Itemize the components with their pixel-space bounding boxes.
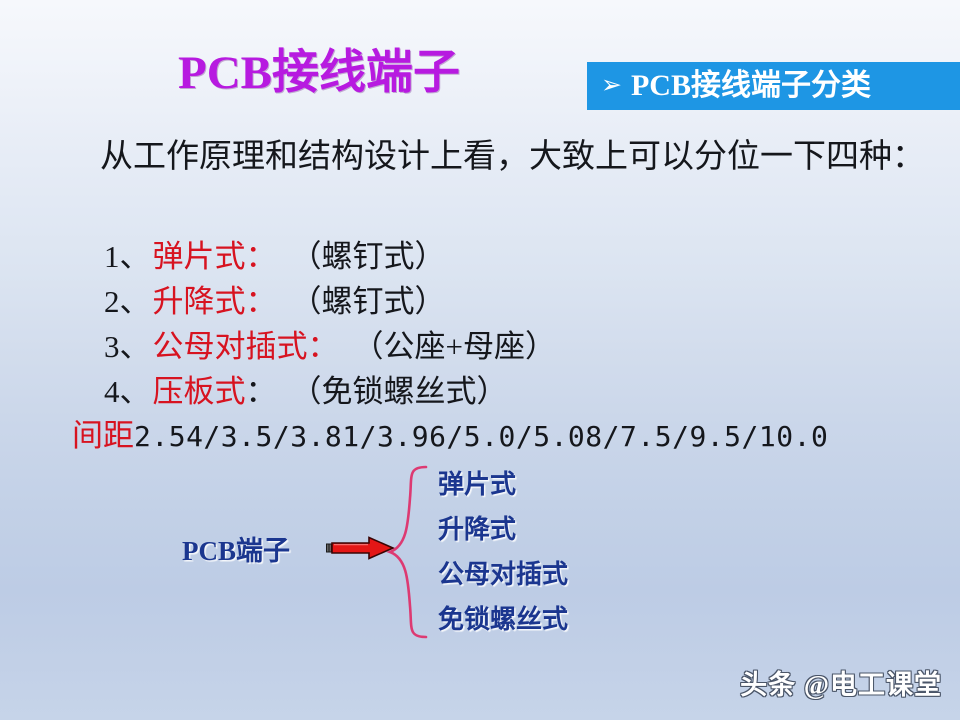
list-item-colon: ：	[245, 284, 277, 319]
diagram-item: 升降式	[438, 515, 517, 544]
right-arrow-icon	[326, 536, 395, 560]
list-item-name: 弹片式	[152, 239, 246, 274]
list-item-detail: （公座+母座）	[352, 329, 556, 364]
intro-paragraph: 从工作原理和结构设计上看，大致上可以分位一下四种：	[100, 139, 925, 175]
section-badge-label: PCB接线端子分类	[630, 69, 871, 102]
list-item: 4、 压板式 ： （免锁螺丝式）	[104, 369, 804, 414]
pitch-label: 间距	[72, 418, 134, 453]
classification-diagram: PCB端子 弹片式 升降式 公母对插式 免锁螺丝式	[170, 462, 650, 652]
pitch-line: 间距2.54/3.5/3.81/3.96/5.0/5.08/7.5/9.5/10…	[72, 414, 828, 459]
list-item-detail: （螺钉式）	[290, 239, 446, 274]
diagram-item: 弹片式	[438, 470, 517, 499]
chevron-right-icon: ➢	[601, 71, 622, 99]
pitch-values: 2.54/3.5/3.81/3.96/5.0/5.08/7.5/9.5/10.0	[134, 420, 829, 453]
list-item-name: 公母对插式	[152, 329, 308, 364]
list-item: 3、 公母对插式 ： （公座+母座）	[104, 324, 804, 369]
diagram-item-list: 弹片式 升降式 公母对插式 免锁螺丝式	[438, 462, 653, 642]
curly-brace-icon	[386, 465, 428, 639]
list-item-detail: （免锁螺丝式）	[290, 374, 508, 409]
list-item: 1、 弹片式 ： （螺钉式）	[104, 234, 804, 279]
page-title: PCB接线端子	[178, 47, 460, 99]
list-item-name: 升降式	[152, 284, 246, 319]
list-item: 2、 升降式 ： （螺钉式）	[104, 279, 804, 324]
list-item-name: 压板式	[152, 374, 246, 409]
diagram-item: 免锁螺丝式	[438, 605, 569, 634]
diagram-source-label: PCB端子	[182, 536, 290, 566]
list-item-index: 1、	[104, 239, 151, 274]
list-item-index: 4、	[104, 374, 151, 409]
list-item-detail: （螺钉式）	[290, 284, 446, 319]
diagram-item: 公母对插式	[438, 560, 569, 589]
list-item-colon: ：	[245, 374, 277, 409]
list-item-index: 3、	[104, 329, 151, 364]
list-item-index: 2、	[104, 284, 151, 319]
terminal-type-list: 1、 弹片式 ： （螺钉式） 2、 升降式 ： （螺钉式） 3、 公母对插式 ：…	[104, 234, 804, 414]
list-item-colon: ：	[245, 239, 277, 274]
watermark: 头条 @电工课堂	[740, 670, 942, 700]
section-badge: ➢ PCB接线端子分类	[587, 62, 960, 110]
list-item-colon: ：	[307, 329, 339, 364]
